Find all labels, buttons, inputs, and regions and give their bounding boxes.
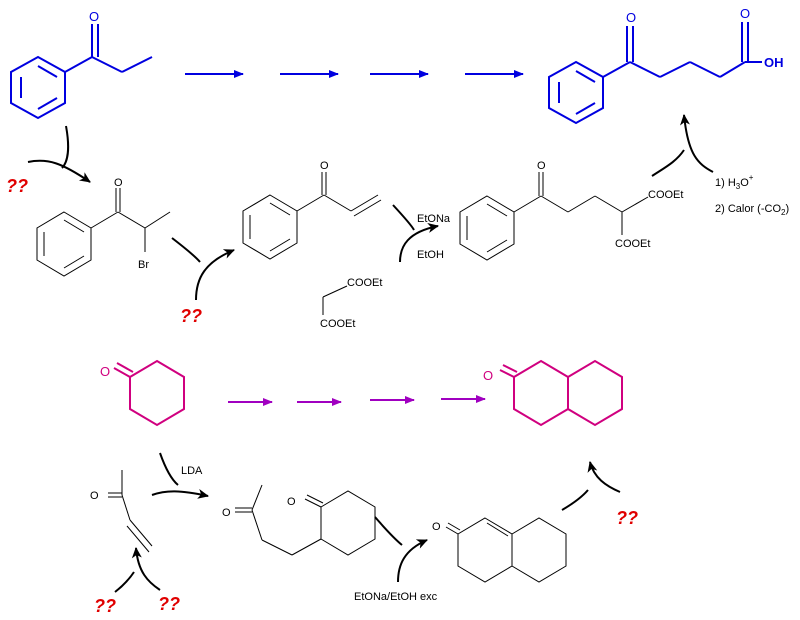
- ketone-oxygen: O: [626, 10, 636, 25]
- decalone-oxygen: O: [483, 368, 493, 383]
- unknown-reagent-4: ??: [158, 594, 180, 614]
- reagent-lda: LDA: [181, 465, 203, 477]
- octalone: [445, 517, 567, 583]
- curved-arrow-5: [151, 452, 209, 499]
- curved-arrow-2: [171, 237, 235, 301]
- unknown-reagent-3: ??: [94, 596, 116, 616]
- hydrolysis-step: 1) H3O+: [715, 173, 754, 191]
- decarboxylation-step: 2) Calor (-CO2): [715, 203, 789, 217]
- bromo-ketone-oxygen: O: [114, 177, 123, 189]
- curved-arrow-6: [114, 547, 161, 593]
- unknown-reagent-2: ??: [180, 306, 202, 326]
- malonate-ester-top: COOEt: [347, 277, 382, 289]
- cyclohexanone-oxygen: O: [100, 364, 110, 379]
- curved-arrow-1: [27, 125, 91, 183]
- malonate-ester-bottom: COOEt: [320, 318, 355, 330]
- adduct-ester-bottom: COOEt: [615, 238, 650, 250]
- bromine-label: Br: [138, 259, 149, 271]
- vinyl-ketone-oxygen: O: [320, 160, 329, 172]
- octalone-oxygen: O: [432, 521, 441, 533]
- curved-arrow-3: [392, 204, 439, 263]
- michael-adduct: [459, 172, 649, 261]
- unknown-reagent-5: ??: [616, 508, 638, 528]
- reagent-etoh: EtOH: [417, 249, 444, 261]
- propiophenone-oxygen: O: [89, 9, 99, 24]
- hydroxyl-label: OH: [764, 55, 784, 70]
- reagent-etona: EtONa: [417, 213, 451, 225]
- oxo-phenylpentanoic-acid: [548, 22, 762, 125]
- bromopropiophenone: [36, 188, 171, 277]
- mvk-oxygen: O: [90, 490, 99, 502]
- adduct-ester-top: COOEt: [648, 189, 683, 201]
- curved-arrow-7: [374, 516, 428, 583]
- violet-arrows: [228, 395, 486, 406]
- decalone: [499, 359, 623, 427]
- cyclohexanone: [113, 359, 185, 427]
- diketone-oxygen-left: O: [222, 507, 231, 519]
- unknown-reagent-1: ??: [6, 176, 28, 196]
- propiophenone: [10, 24, 153, 120]
- adduct-oxygen: O: [537, 160, 546, 172]
- diketone-oxygen-ring: O: [287, 496, 296, 508]
- phenyl-vinyl-ketone: [242, 172, 382, 260]
- acid-carbonyl-oxygen: O: [740, 6, 750, 21]
- diketone-adduct: [235, 484, 376, 556]
- curved-arrow-4: [651, 114, 714, 177]
- diethyl-malonate: [322, 285, 348, 315]
- curved-arrow-8: [561, 461, 621, 511]
- reagent-etona-etoh-exc: EtONa/EtOH exc: [354, 591, 438, 603]
- methyl-vinyl-ketone: [108, 470, 153, 553]
